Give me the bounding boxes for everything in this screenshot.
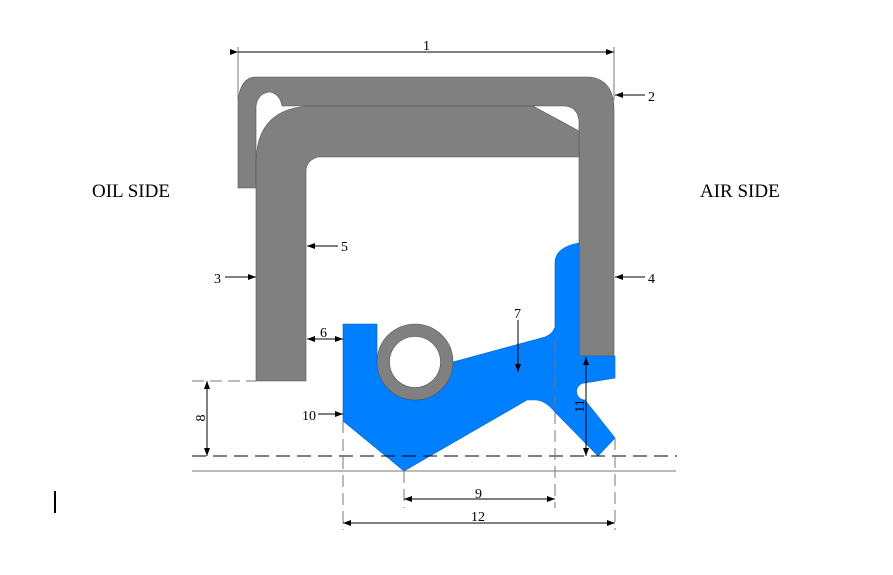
label-1: 1 [423,39,430,54]
label-7: 7 [514,307,521,322]
label-3: 3 [214,272,221,287]
case-hole [259,94,273,108]
label-6: 6 [320,326,327,341]
label-9: 9 [475,487,482,502]
label-11: 11 [573,399,588,412]
oil-side-label: OIL SIDE [92,181,170,202]
inner-metal-case [255,105,580,382]
label-4: 4 [648,272,655,287]
outer-metal-case [237,76,615,357]
label-5: 5 [341,240,348,255]
label-10: 10 [302,409,316,424]
air-side-label: AIR SIDE [700,181,780,202]
label-8: 8 [194,415,209,422]
label-12: 12 [471,510,485,525]
label-2: 2 [648,90,655,105]
